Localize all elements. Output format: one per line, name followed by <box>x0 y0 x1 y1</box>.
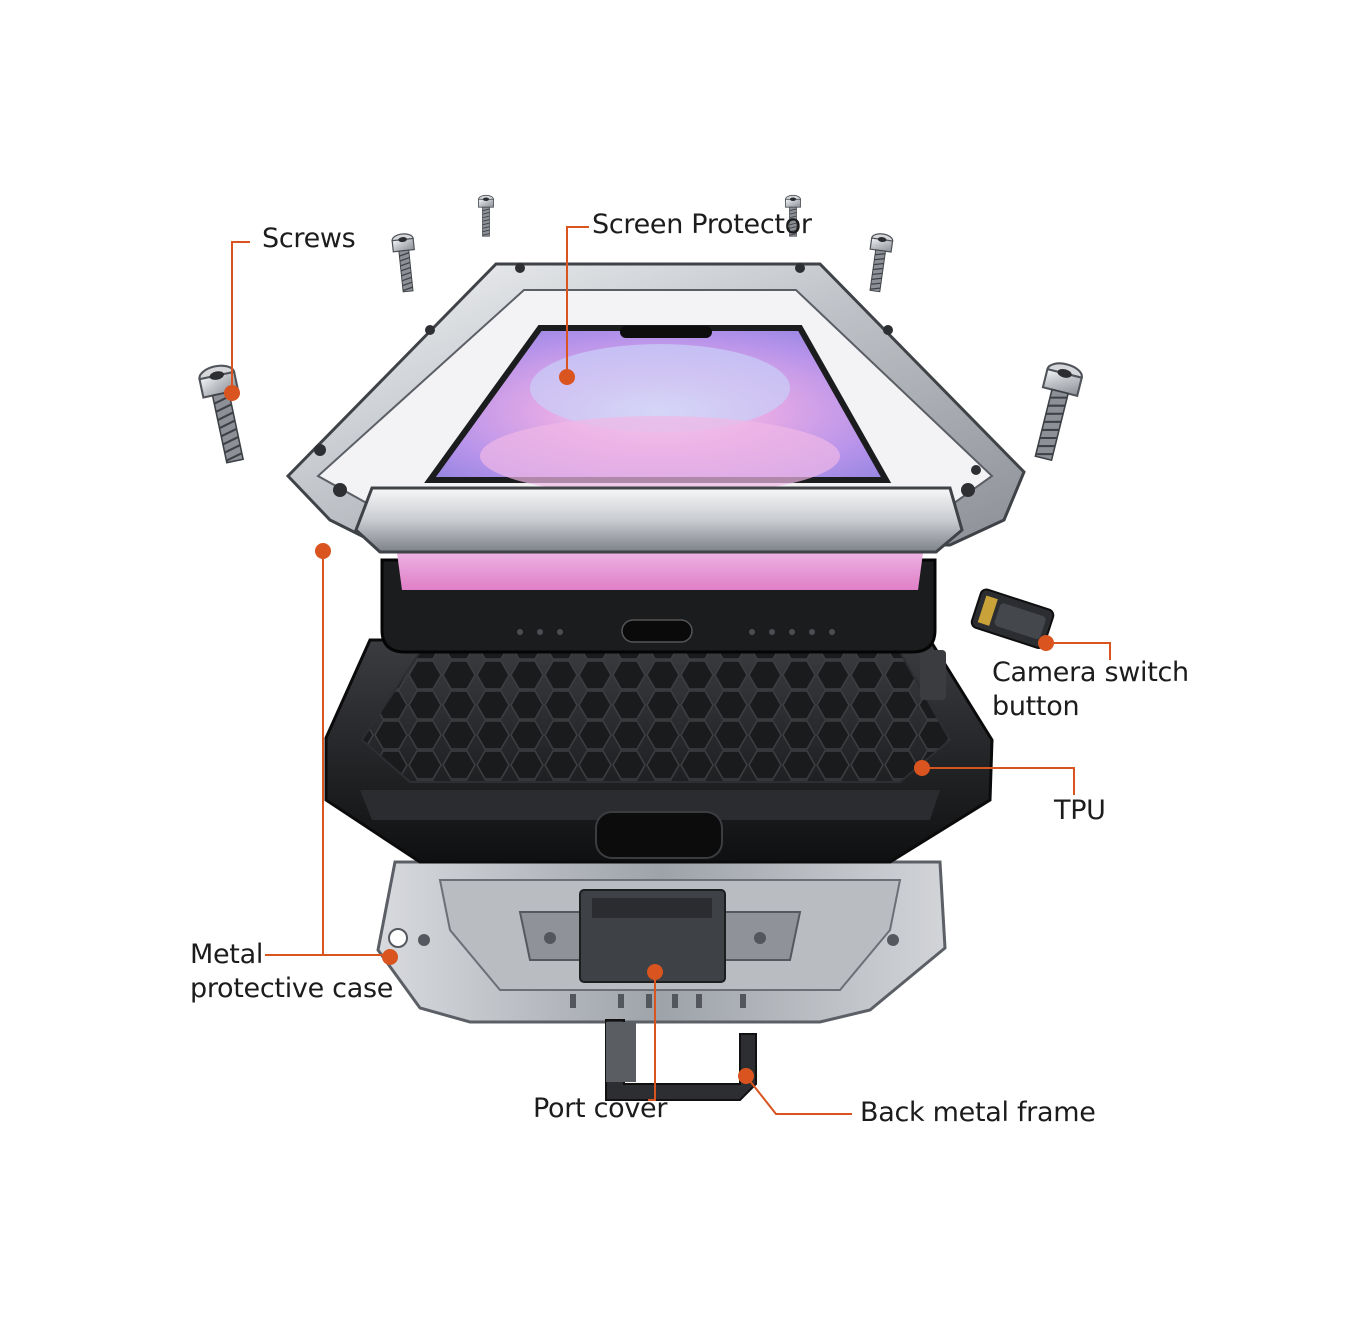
port-cover-leader <box>648 972 656 1101</box>
back-frame-leader <box>745 1075 852 1115</box>
tpu-leader <box>922 767 1075 795</box>
metal-case-label: Metal protective case <box>190 938 393 1006</box>
camera-switch-label: Camera switch button <box>992 656 1189 724</box>
port-cover <box>579 889 757 1101</box>
port-cover-label: Port cover <box>533 1093 668 1124</box>
screw-icon <box>196 361 254 466</box>
metal-case-label-line1: Metal <box>190 939 264 970</box>
screw-icon <box>863 231 895 294</box>
metal-front-frame <box>285 262 1026 554</box>
callout-dot-icon <box>738 1068 754 1084</box>
screen-protector-label: Screen Protector <box>592 209 812 240</box>
camera-switch-button <box>970 588 1055 649</box>
screws-label: Screws <box>262 223 356 254</box>
tpu-label: TPU <box>1054 795 1106 826</box>
callout-dot-icon <box>914 760 930 776</box>
camera-switch-label-line1: Camera switch <box>992 657 1189 688</box>
tpu-case <box>324 638 994 864</box>
callout-dot-icon <box>1038 635 1054 651</box>
callout-dots <box>224 369 1054 1084</box>
screen-protector-leader <box>566 226 589 377</box>
screw-icon <box>1025 358 1086 464</box>
phone <box>380 538 937 654</box>
camera-switch-label-line2: button <box>992 691 1080 722</box>
callout-dot-icon <box>559 369 575 385</box>
callout-dot-icon <box>382 949 398 965</box>
metal-case-leader <box>265 551 324 956</box>
callout-dot-icon <box>315 543 331 559</box>
screw-icon <box>478 194 494 237</box>
callout-dot-icon <box>224 385 240 401</box>
screws-leader <box>231 241 250 393</box>
callout-dot-icon <box>647 964 663 980</box>
metal-case-label-line2: protective case <box>190 973 394 1004</box>
leader-lines <box>231 226 1111 1115</box>
back-metal-frame-label: Back metal frame <box>860 1097 1096 1128</box>
camera-switch-leader <box>1046 642 1111 660</box>
screw-icon <box>390 232 420 294</box>
